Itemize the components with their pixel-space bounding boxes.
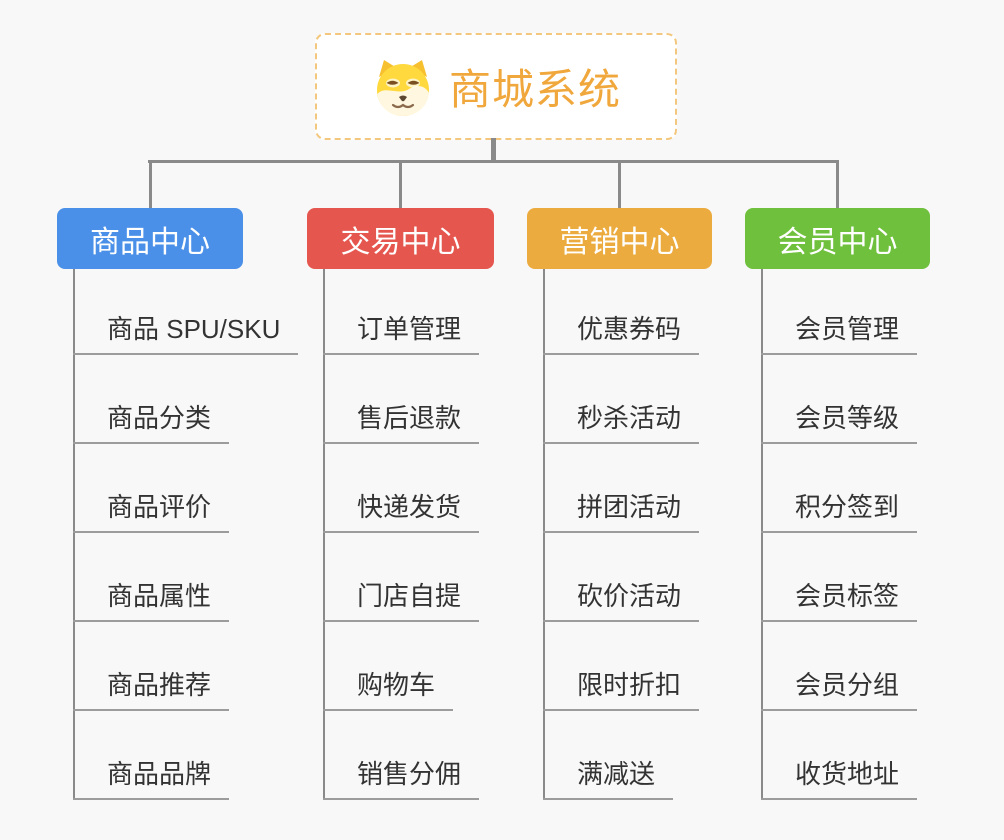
leaf-column-product-center: 商品 SPU/SKU 商品分类 商品评价 商品属性 商品推荐 商品品牌 <box>73 269 305 800</box>
leaf-member-management[interactable]: 会员管理 <box>761 309 918 355</box>
leaf-product-recommend[interactable]: 商品推荐 <box>73 665 230 711</box>
leaf-order-management[interactable]: 订单管理 <box>323 309 480 355</box>
branch-header-trade-center[interactable]: 交易中心 <box>307 208 494 269</box>
leaf-shopping-cart[interactable]: 购物车 <box>323 665 454 711</box>
branch-header-label: 营销中心 <box>559 225 680 259</box>
dog-face-icon <box>376 59 429 116</box>
connector-main-horizontal <box>148 160 839 163</box>
root-title: 商城系统 <box>448 66 621 113</box>
leaf-store-pickup[interactable]: 门店自提 <box>323 576 480 622</box>
leaf-product-attribute[interactable]: 商品属性 <box>73 576 230 622</box>
leaf-limited-time-discount[interactable]: 限时折扣 <box>543 665 700 711</box>
connector-drop-product-center <box>149 160 152 208</box>
leaf-express-delivery[interactable]: 快递发货 <box>323 487 480 533</box>
branch-header-label: 交易中心 <box>340 225 461 259</box>
connector-drop-marketing-center <box>618 160 621 208</box>
leaf-column-trade-center: 订单管理 售后退款 快递发货 门店自提 购物车 销售分佣 <box>323 269 555 800</box>
root-node[interactable]: 商城系统 <box>315 33 677 140</box>
leaf-product-spu-sku[interactable]: 商品 SPU/SKU <box>73 309 299 355</box>
connector-drop-trade-center <box>399 160 402 208</box>
leaf-product-category[interactable]: 商品分类 <box>73 398 230 444</box>
leaf-product-brand[interactable]: 商品品牌 <box>73 754 230 800</box>
leaf-full-reduction[interactable]: 满减送 <box>543 754 674 800</box>
leaf-flash-sale[interactable]: 秒杀活动 <box>543 398 700 444</box>
leaf-member-tag[interactable]: 会员标签 <box>761 576 918 622</box>
leaf-product-review[interactable]: 商品评价 <box>73 487 230 533</box>
leaf-bargain-activity[interactable]: 砍价活动 <box>543 576 700 622</box>
leaf-column-member-center: 会员管理 会员等级 积分签到 会员标签 会员分组 收货地址 <box>761 269 993 800</box>
connector-drop-member-center <box>836 160 839 208</box>
leaf-sales-commission[interactable]: 销售分佣 <box>323 754 480 800</box>
branch-header-label: 会员中心 <box>777 225 898 259</box>
branch-header-marketing-center[interactable]: 营销中心 <box>527 208 712 269</box>
leaf-member-group[interactable]: 会员分组 <box>761 665 918 711</box>
leaf-group-buy[interactable]: 拼团活动 <box>543 487 700 533</box>
leaf-coupon-code[interactable]: 优惠券码 <box>543 309 700 355</box>
branch-header-label: 商品中心 <box>90 225 210 259</box>
leaf-shipping-address[interactable]: 收货地址 <box>761 754 918 800</box>
leaf-member-level[interactable]: 会员等级 <box>761 398 918 444</box>
connector-root-stub <box>491 138 496 162</box>
leaf-points-checkin[interactable]: 积分签到 <box>761 487 918 533</box>
leaf-column-marketing-center: 优惠券码 秒杀活动 拼团活动 砍价活动 限时折扣 满减送 <box>543 269 775 800</box>
leaf-after-sales-refund[interactable]: 售后退款 <box>323 398 480 444</box>
branch-header-product-center[interactable]: 商品中心 <box>57 208 243 269</box>
branch-header-member-center[interactable]: 会员中心 <box>745 208 930 269</box>
